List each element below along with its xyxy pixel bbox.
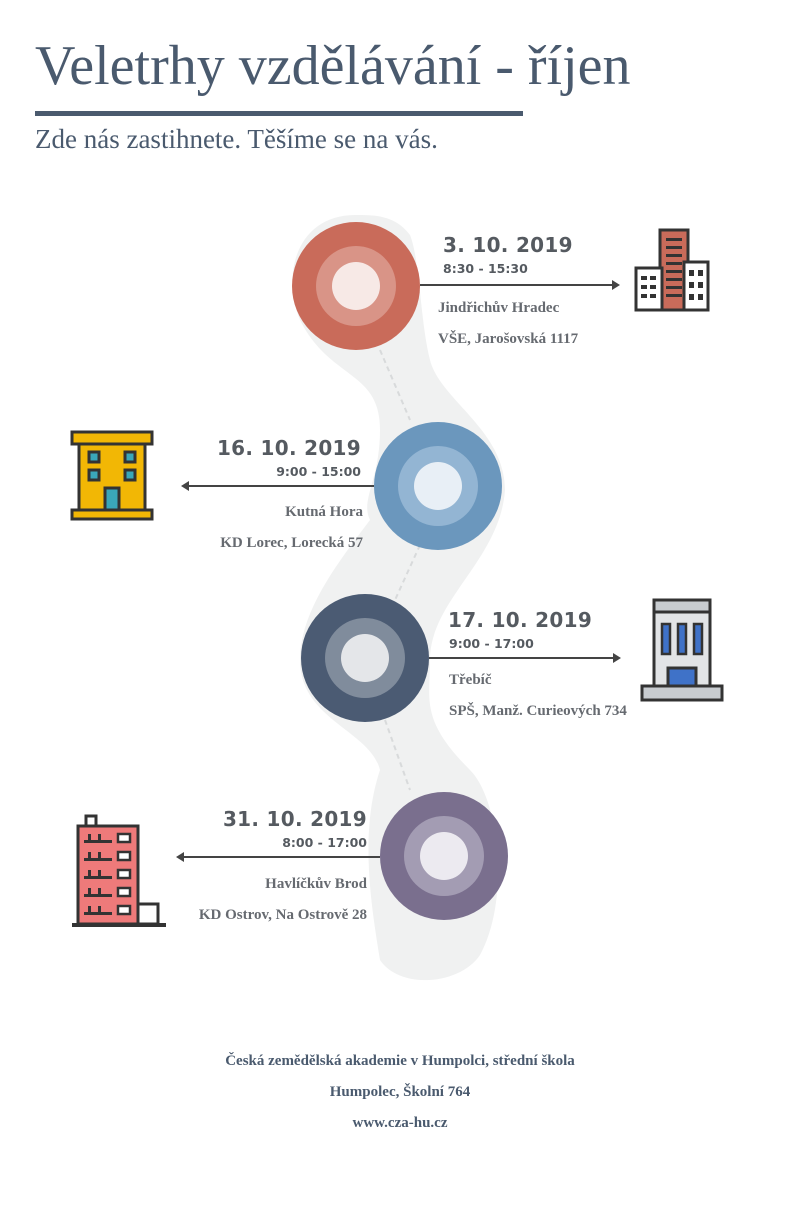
event-1-arrow (420, 280, 620, 290)
school-building-icon (640, 598, 724, 702)
footer-website-link[interactable]: www.cza-hu.cz (352, 1115, 448, 1131)
event-3-center (341, 634, 389, 682)
apartment-building-icon (72, 814, 166, 927)
event-3-arrow (429, 653, 621, 663)
event-2-arrow (181, 481, 374, 491)
event-2-date: 16. 10. 2019 (216, 436, 361, 460)
page-subtitle: Zde nás zastihnete. Těšíme se na vás. (35, 124, 438, 154)
footer-address: Humpolec, Školní 764 (329, 1084, 471, 1100)
event-4-address: KD Ostrov, Na Ostrově 28 (198, 907, 367, 923)
event-1-center (332, 262, 380, 310)
event-3-time: 9:00 - 17:00 (449, 636, 534, 651)
event-3-address: SPŠ, Manž. Curieových 734 (449, 703, 627, 719)
event-3-date: 17. 10. 2019 (448, 608, 593, 632)
event-4-time: 8:00 - 17:00 (282, 835, 367, 850)
event-4-place: Havlíčkův Brod (265, 876, 367, 892)
event-4-center (420, 832, 468, 880)
event-1-time: 8:30 - 15:30 (443, 261, 528, 276)
event-1-address: VŠE, Jarošovská 1117 (438, 331, 579, 347)
event-2-address: KD Lorec, Lorecká 57 (220, 535, 363, 551)
footer-organization: Česká zemědělská akademie v Humpolci, st… (225, 1053, 575, 1069)
event-4-arrow (176, 852, 380, 862)
event-3-place: Třebíč (449, 672, 492, 688)
event-2-center (414, 462, 462, 510)
office-buildings-icon (634, 228, 710, 312)
event-4-date: 31. 10. 2019 (222, 807, 367, 831)
event-1-place: Jindřichův Hradec (438, 300, 560, 316)
event-2-place: Kutná Hora (285, 504, 363, 520)
event-2-time: 9:00 - 15:00 (276, 464, 361, 479)
title-underline (35, 111, 523, 116)
page-title: Veletrhy vzdělávání - říjen (35, 35, 631, 97)
yellow-building-icon (70, 430, 154, 521)
event-1-date: 3. 10. 2019 (443, 233, 573, 257)
